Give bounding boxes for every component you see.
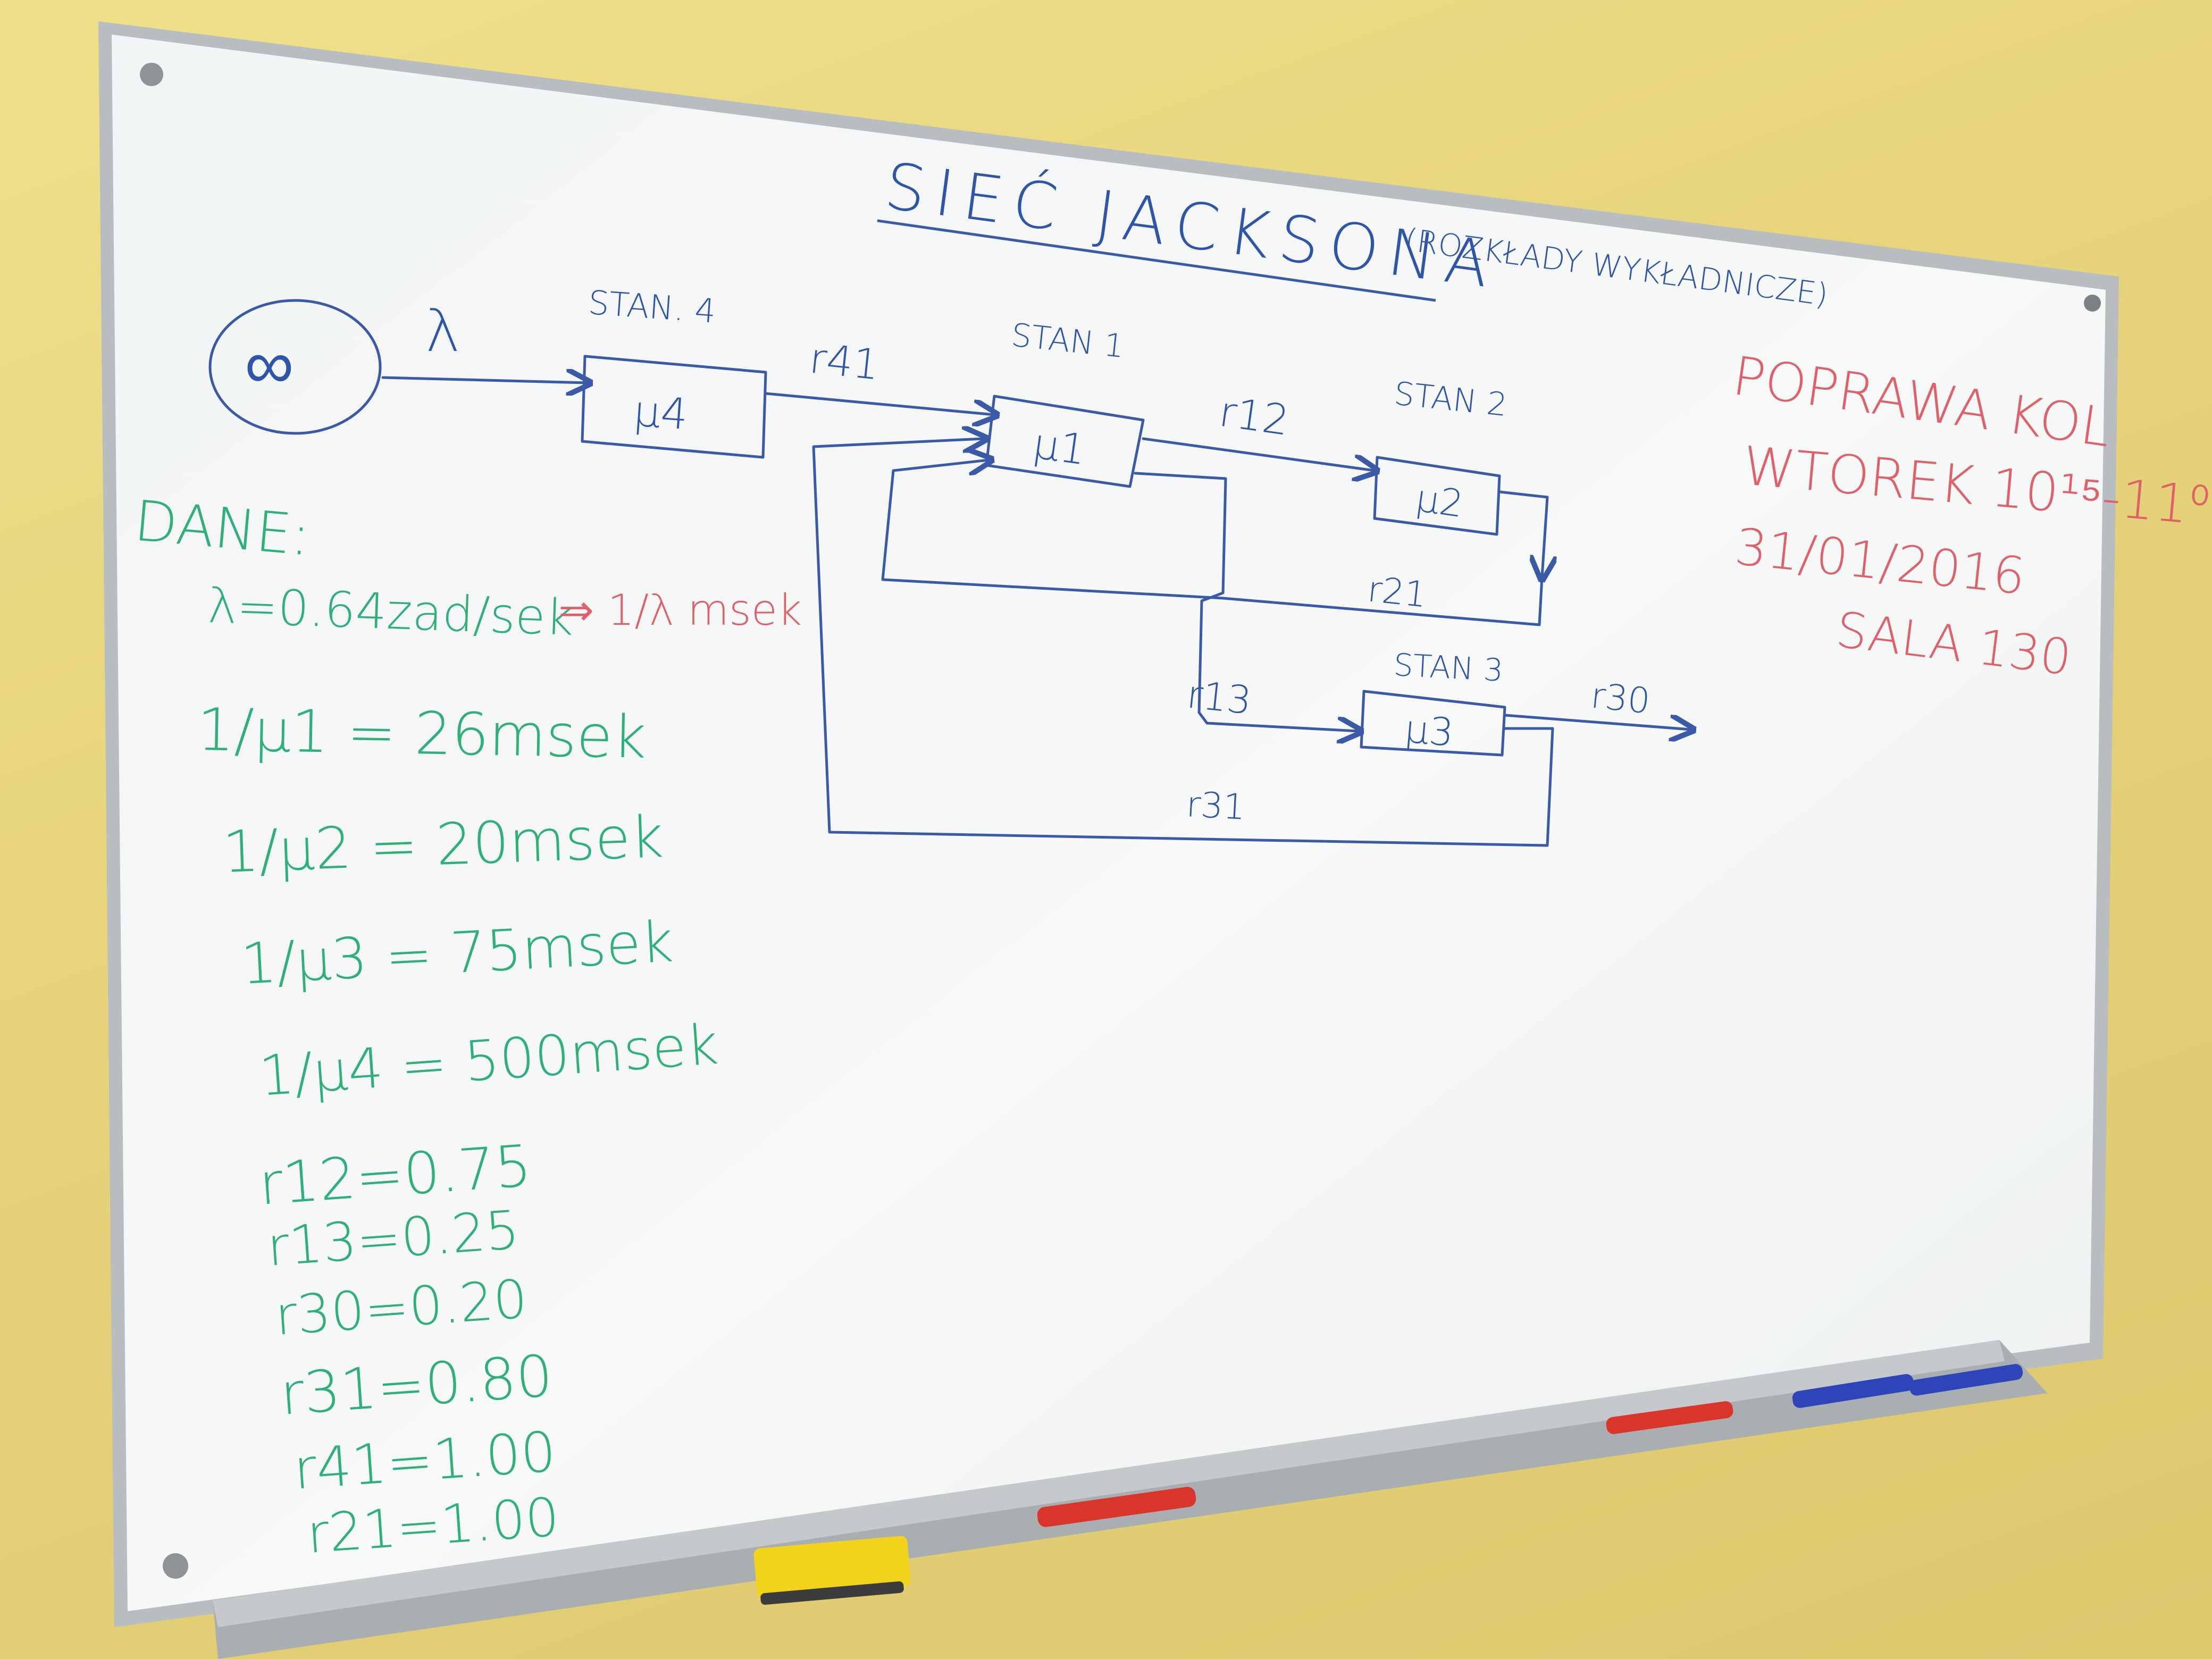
eraser xyxy=(753,1536,911,1599)
r12-label: r12 xyxy=(1216,388,1292,445)
r13-label: r13 xyxy=(1185,672,1253,723)
stan3-label: STAN 3 xyxy=(1393,647,1504,689)
dane-mu2: 1/μ2 = 20msek xyxy=(222,804,665,886)
marker-blue-2 xyxy=(1909,1364,2023,1396)
r21-loop xyxy=(1498,490,1547,577)
r41-arrow xyxy=(764,392,994,415)
marker-red-small xyxy=(1606,1401,1733,1434)
stan2-box xyxy=(1373,456,1501,536)
r21-label: r21 xyxy=(1365,568,1429,615)
eraser-base xyxy=(760,1581,904,1605)
r21-return xyxy=(881,460,1544,626)
marker-tray-lip xyxy=(213,1340,2005,1627)
r31-label: r31 xyxy=(1185,784,1246,828)
r30-label: r30 xyxy=(1589,675,1652,722)
dane-mu1: 1/μ1 = 26msek xyxy=(197,696,647,772)
source-infinity: ∞ xyxy=(245,324,294,405)
r13-branch xyxy=(1134,472,1359,731)
marker-blue-1 xyxy=(1792,1374,1914,1408)
stan4-box xyxy=(581,355,767,459)
dane-lambda: λ=0.64zad/sek xyxy=(207,577,575,647)
r31-loop xyxy=(812,439,1554,847)
stan1-mu: μ1 xyxy=(1030,420,1089,475)
r30-arrow xyxy=(1503,714,1691,730)
r41-label: r41 xyxy=(807,334,882,389)
marker-red-tray xyxy=(1037,1487,1196,1527)
screw-bottom-left xyxy=(163,1553,188,1579)
stan4-label: STAN. 4 xyxy=(587,283,717,331)
source-circle xyxy=(208,299,382,435)
stan3-box xyxy=(1360,690,1506,757)
r12-arrow xyxy=(1142,437,1375,471)
dane-lambda-note: ⇒ 1/λ msek xyxy=(558,585,802,635)
source-to-stan4-arrow xyxy=(381,378,588,383)
stan2-mu: μ2 xyxy=(1413,476,1467,526)
screw-top-right xyxy=(2084,295,2101,312)
screw-top-left xyxy=(140,63,163,86)
stan4-mu: μ4 xyxy=(632,386,690,439)
lambda-label: λ xyxy=(425,297,460,365)
title-underline xyxy=(877,219,1436,302)
stan3-mu: μ3 xyxy=(1403,706,1456,755)
board-surface xyxy=(112,35,2106,1611)
dane-heading: DANE: xyxy=(132,488,313,568)
